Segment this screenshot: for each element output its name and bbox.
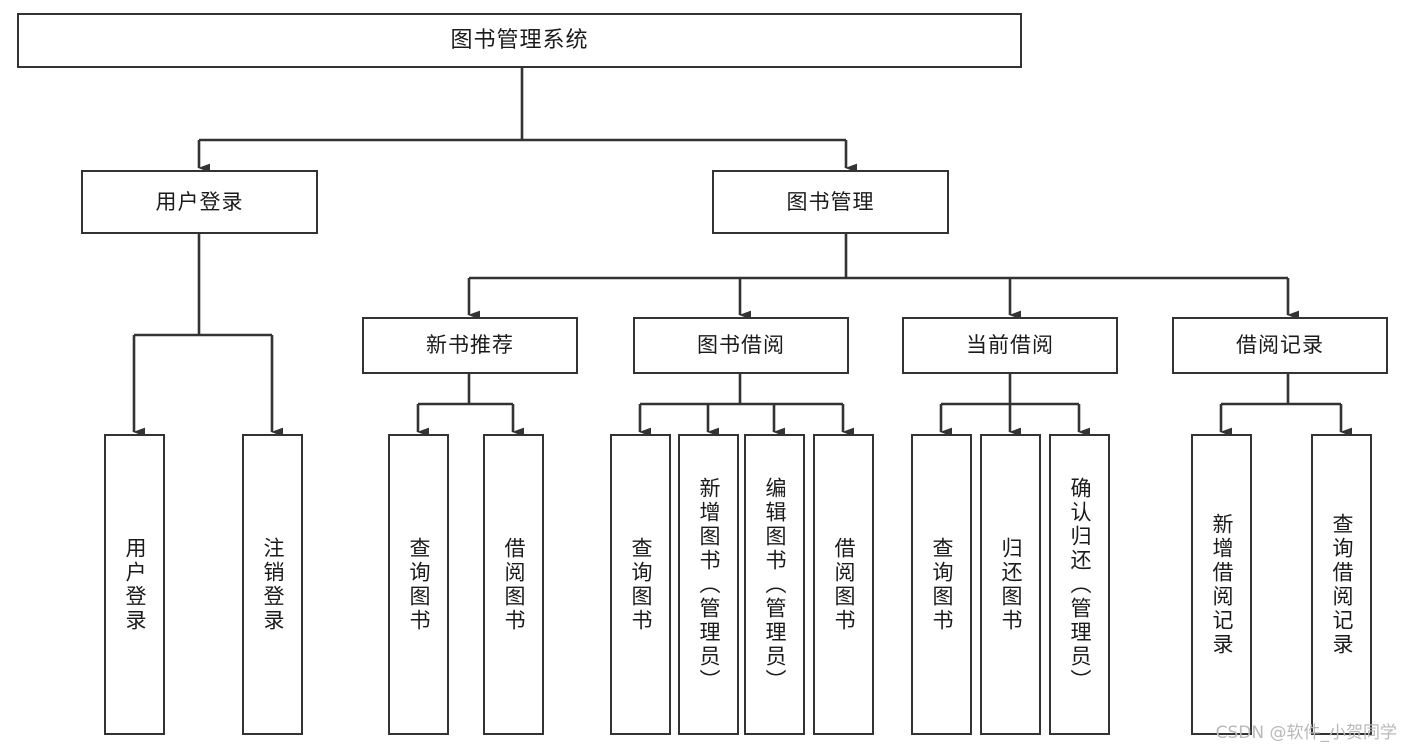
node-label: 用户登录 — [155, 189, 244, 214]
node-label: 图书管理 — [786, 189, 875, 214]
node-current-borrowing[interactable]: 当前借阅 — [902, 317, 1118, 374]
leaf-borrow-borrow-book[interactable]: 借阅图书 — [813, 434, 874, 735]
node-label: 借阅图书 — [502, 536, 526, 633]
leaf-borrow-query-book[interactable]: 查询图书 — [610, 434, 671, 735]
leaf-new-book-query[interactable]: 查询图书 — [388, 434, 449, 735]
node-label: 新增借阅记录 — [1210, 512, 1234, 657]
node-label: 查询图书 — [629, 536, 653, 633]
node-label: 新书推荐 — [426, 333, 514, 358]
node-label: 图书管理系统 — [450, 27, 589, 53]
node-borrowing-record[interactable]: 借阅记录 — [1172, 317, 1388, 374]
leaf-current-query-book[interactable]: 查询图书 — [911, 434, 972, 735]
node-label: 注销登录 — [261, 536, 285, 633]
leaf-current-confirm-return-admin[interactable]: 确认归还（管理员） — [1049, 434, 1110, 735]
leaf-borrow-edit-book-admin[interactable]: 编辑图书（管理员） — [744, 434, 805, 735]
leaf-new-book-borrow[interactable]: 借阅图书 — [483, 434, 544, 735]
node-book-management[interactable]: 图书管理 — [712, 170, 949, 234]
node-label: 归还图书 — [999, 536, 1023, 633]
leaf-current-return-book[interactable]: 归还图书 — [980, 434, 1041, 735]
node-label: 查询图书 — [407, 536, 431, 633]
node-label: 借阅图书 — [832, 536, 856, 633]
node-label: 查询借阅记录 — [1330, 512, 1354, 657]
leaf-record-add-record[interactable]: 新增借阅记录 — [1191, 434, 1252, 735]
node-label: 借阅记录 — [1236, 333, 1324, 358]
node-label: 当前借阅 — [966, 333, 1054, 358]
node-user-login[interactable]: 用户登录 — [81, 170, 318, 234]
node-label: 确认归还（管理员） — [1068, 476, 1092, 693]
node-root-book-management-system[interactable]: 图书管理系统 — [17, 13, 1022, 68]
node-label: 新增图书（管理员） — [697, 476, 721, 693]
leaf-borrow-add-book-admin[interactable]: 新增图书（管理员） — [678, 434, 739, 735]
node-new-book-recommendation[interactable]: 新书推荐 — [362, 317, 578, 374]
leaf-user-login-login[interactable]: 用户登录 — [104, 434, 165, 735]
node-label: 图书借阅 — [697, 333, 785, 358]
node-label: 查询图书 — [930, 536, 954, 633]
node-label: 编辑图书（管理员） — [763, 476, 787, 693]
csdn-watermark: CSDN @软件_小贺同学 — [1215, 723, 1397, 743]
leaf-record-query-record[interactable]: 查询借阅记录 — [1311, 434, 1372, 735]
node-label: 用户登录 — [123, 536, 147, 633]
node-book-borrowing[interactable]: 图书借阅 — [633, 317, 849, 374]
leaf-user-login-logout[interactable]: 注销登录 — [242, 434, 303, 735]
